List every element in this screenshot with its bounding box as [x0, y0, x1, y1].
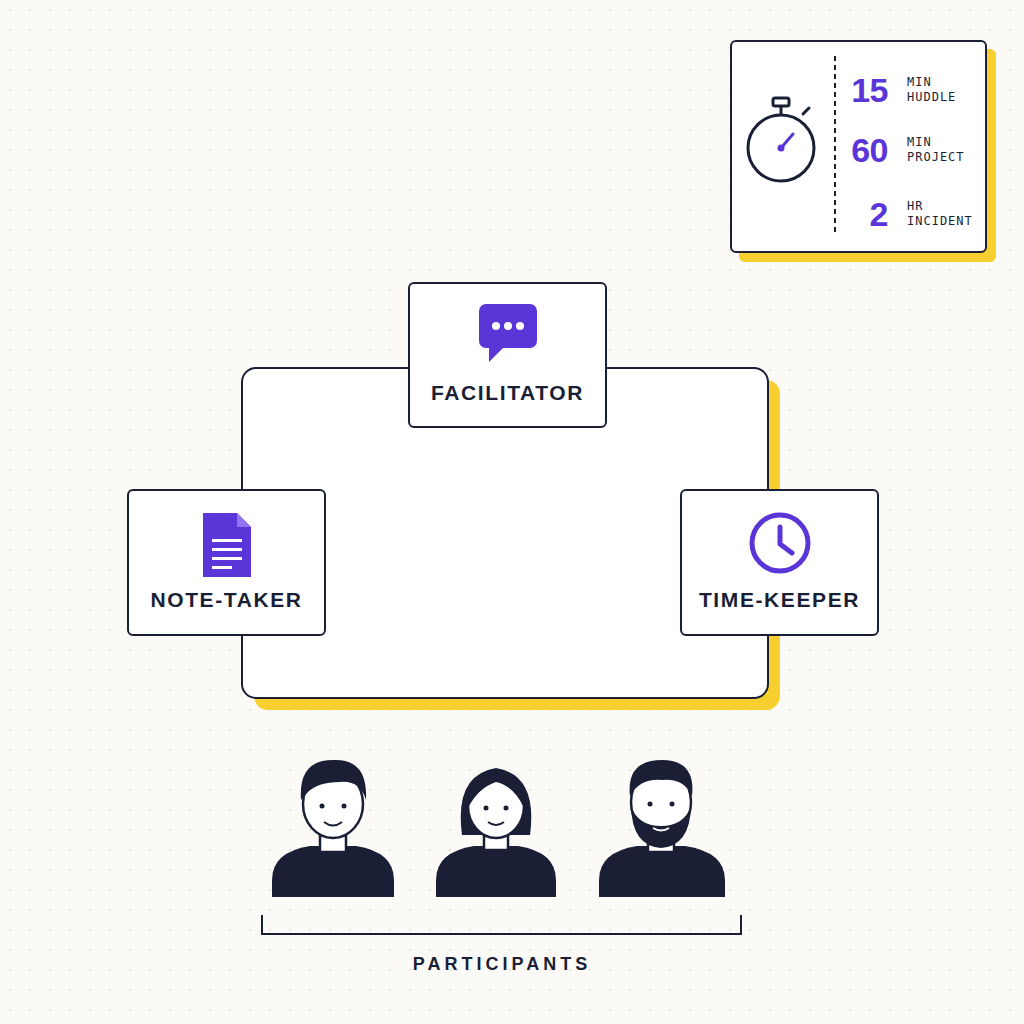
participant-avatar	[436, 768, 556, 897]
duration-number: 2	[838, 194, 888, 234]
duration-number: 15	[838, 70, 888, 110]
duration-number: 60	[838, 130, 888, 170]
participant-avatar	[599, 760, 725, 897]
role-icon	[748, 511, 812, 575]
participants-bracket	[262, 915, 741, 934]
participant-avatar	[272, 760, 394, 897]
role-icon	[199, 511, 255, 579]
role-box: TIME-KEEPER	[680, 489, 879, 636]
role-label: NOTE-TAKER	[150, 588, 302, 612]
duration-unit: HR INCIDENT	[907, 199, 979, 229]
role-box: NOTE-TAKER	[127, 489, 326, 636]
role-icon	[477, 302, 539, 364]
role-box: FACILITATOR	[408, 282, 607, 428]
duration-card: 15 MIN HUDDLE 60 MIN PROJECT 2 HR INCIDENT	[730, 40, 987, 253]
role-label: FACILITATOR	[431, 381, 584, 405]
dashed-divider	[833, 56, 837, 236]
duration-unit: MIN HUDDLE	[907, 75, 979, 105]
role-label: TIME-KEEPER	[699, 588, 860, 612]
duration-unit: MIN PROJECT	[907, 135, 979, 165]
group-label: PARTICIPANTS	[413, 954, 591, 975]
stopwatch-icon	[741, 94, 821, 184]
